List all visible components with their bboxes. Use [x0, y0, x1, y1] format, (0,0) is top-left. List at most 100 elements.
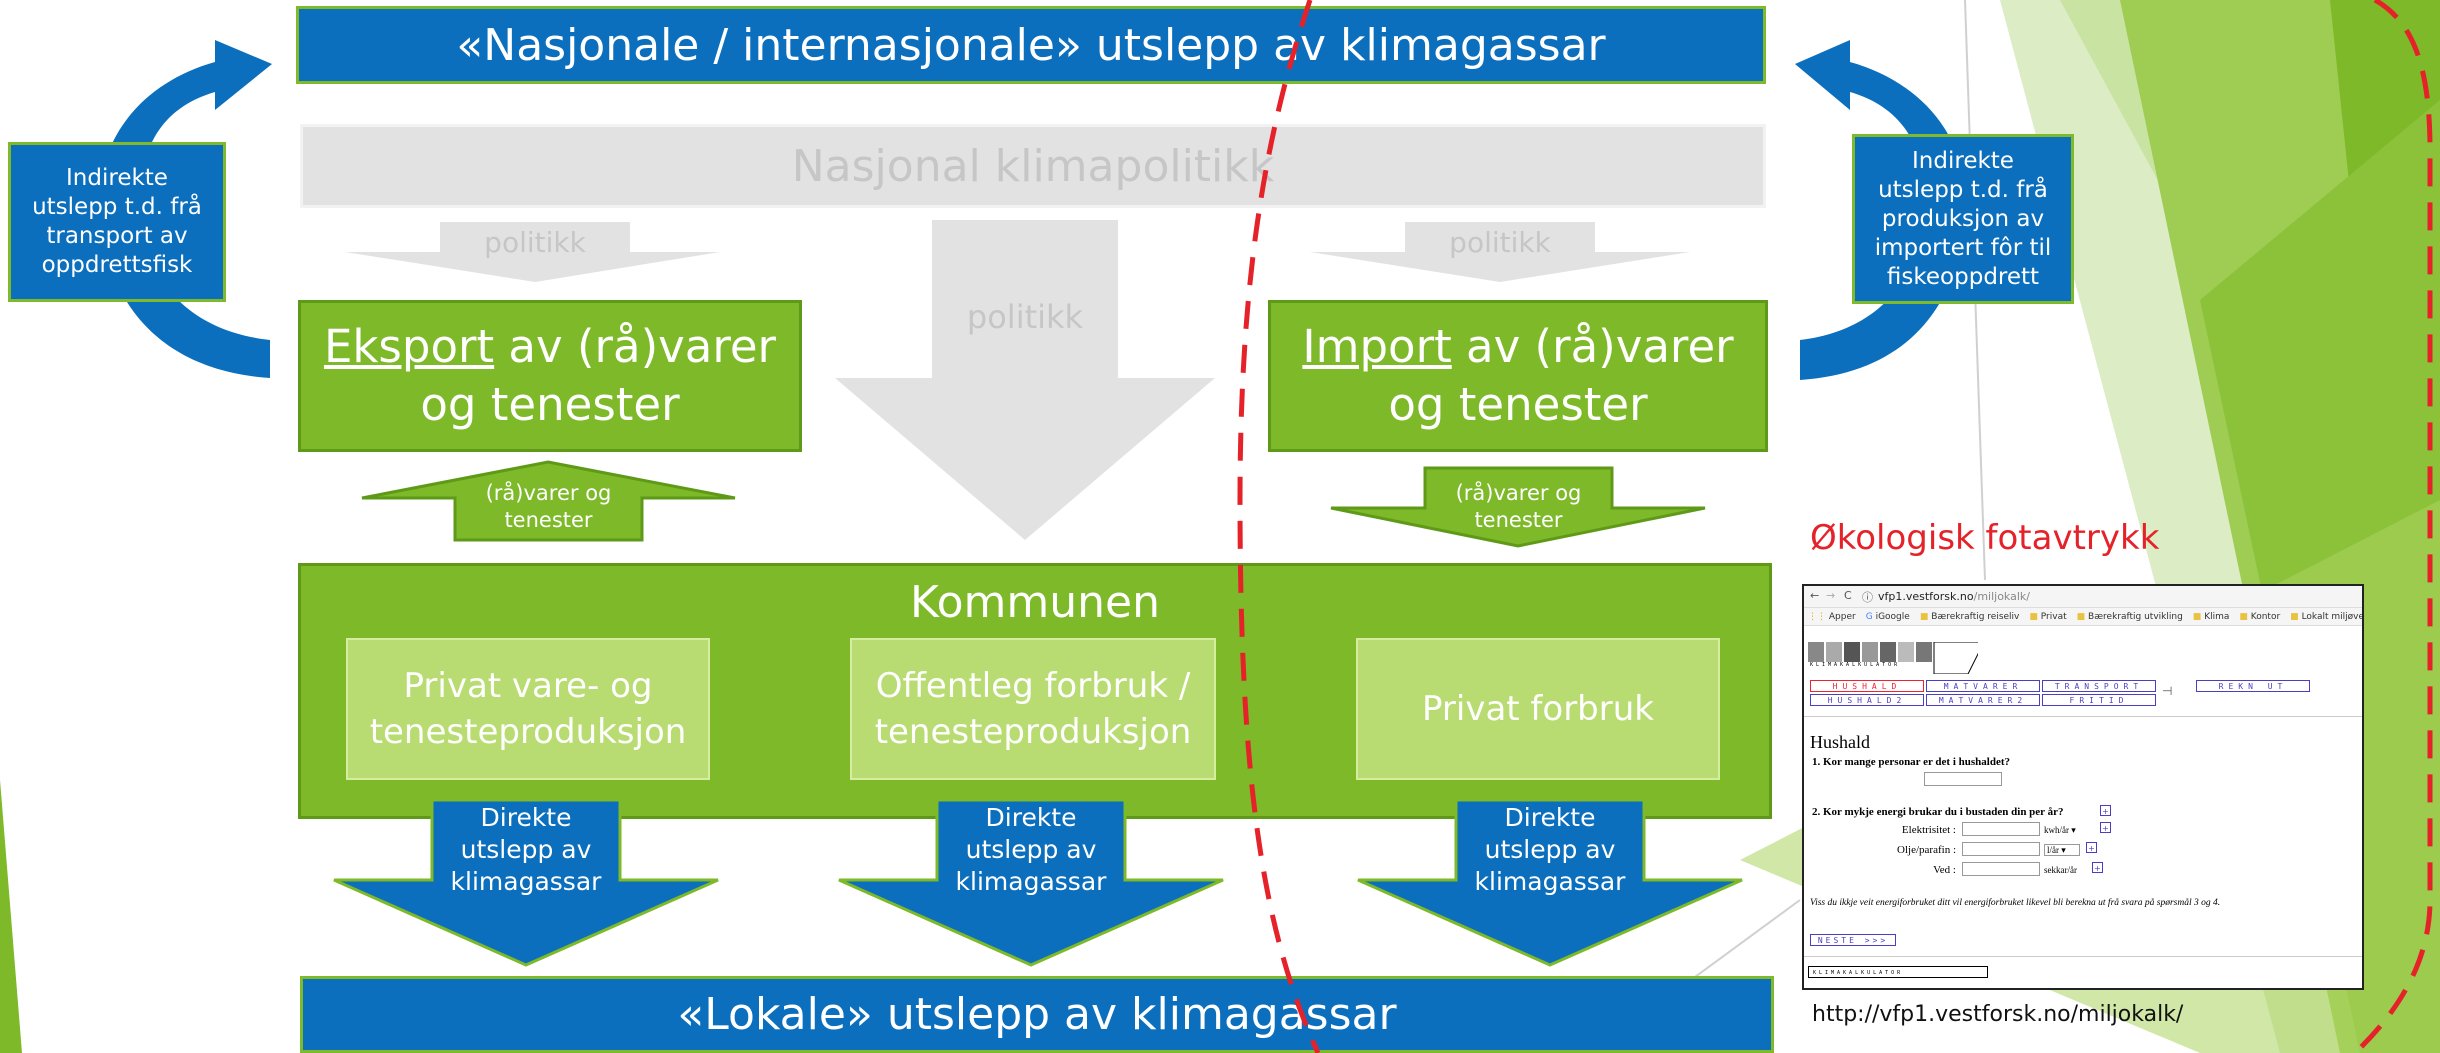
- bookmarks-bar: ⋮⋮ Apper G iGoogle ■ Bærekraftig reiseli…: [1804, 608, 2364, 626]
- address-host: vfp1.vestforsk.no: [1878, 590, 1974, 603]
- indirect-emissions-right: Indirekte utslepp t.d. frå produksjon av…: [1852, 134, 2074, 304]
- policy-arrow-left: [345, 222, 720, 282]
- folder-icon: ■: [2192, 611, 2202, 622]
- export-box: Eksport av (rå)varer og tenester: [298, 300, 802, 452]
- direct-label-line: utslepp av: [965, 835, 1097, 864]
- tab-hushald[interactable]: HUSHALD: [1810, 680, 1924, 692]
- direct-label-line: utslepp av: [1484, 835, 1616, 864]
- direct-label-line: Direkte: [1504, 803, 1596, 832]
- import-box: Import av (rå)varer og tenester: [1268, 300, 1768, 452]
- footer-logo: KLIMAKALKULATOR: [1808, 966, 1988, 978]
- next-button[interactable]: NESTE >>>: [1810, 934, 1896, 946]
- direct-label-line: Direkte: [480, 803, 572, 832]
- persons-input[interactable]: [1924, 772, 2002, 786]
- info-box-icon[interactable]: +: [2092, 862, 2103, 873]
- private-production-line: tenesteproduksjon: [369, 712, 687, 752]
- tab-fritid[interactable]: FRITID: [2042, 694, 2156, 706]
- policy-arrow-center: [835, 220, 1215, 540]
- indirect-right-line: importert fôr til: [1874, 234, 2052, 261]
- public-consumption-line: Offentleg forbruk /: [875, 666, 1191, 706]
- wood-unit-label: sekkar/år: [2044, 865, 2077, 875]
- question-2: 2. Kor mykje energi brukar du i bustaden…: [1812, 806, 2064, 818]
- bookmark-item[interactable]: ■ Privat: [2029, 612, 2066, 622]
- field-label: Olje/parafin :: [1897, 844, 1956, 856]
- bookmark-item[interactable]: ■ Lokalt miljøver: [2290, 611, 2364, 622]
- folder-icon: ■: [2290, 611, 2299, 622]
- import-arrow-line: (rå)varer og: [1455, 481, 1582, 505]
- export-arrow-line: tenester: [504, 508, 593, 532]
- bookmark-label: iGoogle: [1875, 611, 1910, 622]
- national-climate-policy-bar: Nasjonal klimapolitikk: [300, 124, 1766, 208]
- info-box-icon[interactable]: +: [2100, 805, 2111, 816]
- footprint-boundary-line: [2353, 0, 2433, 1053]
- direct-arrow-1-label: Direkte utslepp av klimagassar: [432, 802, 620, 898]
- export-keyword: Eksport: [323, 320, 495, 373]
- tab-rekn-ut[interactable]: REKN UT: [2196, 680, 2310, 692]
- tab-matvarer2[interactable]: MATVARER2: [1926, 694, 2040, 706]
- logo-text: KLIMAKALKULATOR: [1810, 662, 1901, 668]
- divider: [1804, 956, 2362, 957]
- wood-input[interactable]: [1962, 862, 2040, 876]
- direct-label-line: Direkte: [985, 803, 1077, 832]
- direct-arrow-3-icon: [1357, 798, 1743, 967]
- direct-label-line: klimagassar: [955, 867, 1107, 896]
- calculator-url[interactable]: http://vfp1.vestforsk.no/miljokalk/: [1812, 1002, 2184, 1027]
- export-arrow-line: (rå)varer og: [485, 481, 612, 505]
- tab-hushald2[interactable]: HUSHALD2: [1810, 694, 1924, 706]
- bookmark-item[interactable]: ⋮⋮ Apper: [1808, 612, 1856, 622]
- electricity-input[interactable]: [1962, 822, 2040, 836]
- bookmark-label: Kontor: [2250, 611, 2281, 622]
- bookmark-label: Privat: [2040, 611, 2067, 622]
- import-rest: av (rå)varer: [1451, 320, 1734, 373]
- bookmark-item[interactable]: ■ Bærekraftig utvikling: [2077, 612, 2183, 622]
- private-consumption-box: Privat forbruk: [1356, 638, 1720, 780]
- portraits-icon: [1808, 641, 1985, 675]
- field-label: Elektrisitet :: [1901, 824, 1956, 836]
- form-note: Viss du ikkje veit energiforbruket ditt …: [1810, 898, 2221, 908]
- indirect-left-line: transport av: [46, 223, 188, 249]
- back-icon[interactable]: ←: [1810, 589, 1820, 602]
- forward-icon[interactable]: →: [1826, 589, 1836, 602]
- national-emissions-bar: «Nasjonale / internasjonale» utslepp av …: [296, 6, 1766, 84]
- indirect-left-line: oppdrettsfisk: [41, 252, 193, 278]
- ecological-footprint-title: Økologisk fotavtrykk: [1810, 518, 2160, 558]
- electricity-unit-select[interactable]: kwh/år ▾: [2044, 825, 2076, 835]
- oil-unit-select[interactable]: l/år ▾: [2044, 844, 2080, 856]
- tab-matvarer[interactable]: MATVARER: [1926, 680, 2040, 692]
- info-box-icon[interactable]: +: [2100, 822, 2111, 833]
- address-path: /miljokalk/: [1973, 590, 2030, 603]
- bookmark-label: Lokalt miljøver: [2301, 611, 2364, 622]
- local-emissions-bar: «Lokale» utslepp av klimagassar: [300, 976, 1774, 1053]
- oil-input[interactable]: [1962, 842, 2040, 856]
- bookmark-item[interactable]: ■ Kontor: [2239, 612, 2280, 622]
- private-production-box: Privat vare- og tenesteproduksjon: [346, 638, 710, 780]
- export-rest: av (rå)varer: [494, 320, 777, 373]
- reload-icon[interactable]: C: [1844, 589, 1852, 602]
- direct-arrow-3-label: Direkte utslepp av klimagassar: [1456, 802, 1644, 898]
- info-box-icon[interactable]: +: [2086, 842, 2097, 853]
- direct-arrow-2-icon: [838, 798, 1224, 967]
- bookmark-item[interactable]: ■ Klima: [2193, 612, 2230, 622]
- import-arrow-down-icon: [1330, 466, 1706, 548]
- indirect-emissions-left: Indirekte utslepp t.d. frå transport av …: [8, 142, 226, 302]
- politikk-center-label: politikk: [966, 298, 1084, 336]
- indirect-right-line: Indirekte: [1912, 147, 2014, 174]
- divider: [1804, 716, 2362, 717]
- google-icon: G: [1865, 611, 1873, 622]
- connector-icon: ⊣: [2162, 684, 2173, 698]
- export-arrow-label: (rå)varer og tenester: [455, 476, 642, 538]
- folder-icon: ■: [2029, 611, 2038, 622]
- bookmark-item[interactable]: G iGoogle: [1866, 612, 1910, 622]
- form-heading: Hushald: [1810, 732, 1870, 752]
- politikk-right-label: politikk: [1449, 226, 1551, 259]
- import-keyword: Import: [1302, 320, 1452, 373]
- unit-label: l/år: [2047, 845, 2059, 855]
- bookmark-item[interactable]: ■ Bærekraftig reiseliv: [1920, 612, 2020, 622]
- address-url[interactable]: vfp1.vestforsk.no/miljokalk/: [1878, 590, 2030, 603]
- info-icon: ⓘ: [1862, 591, 1873, 604]
- tab-transport[interactable]: TRANSPORT: [2042, 680, 2156, 692]
- import-arrow-label: (rå)varer og tenester: [1425, 476, 1612, 538]
